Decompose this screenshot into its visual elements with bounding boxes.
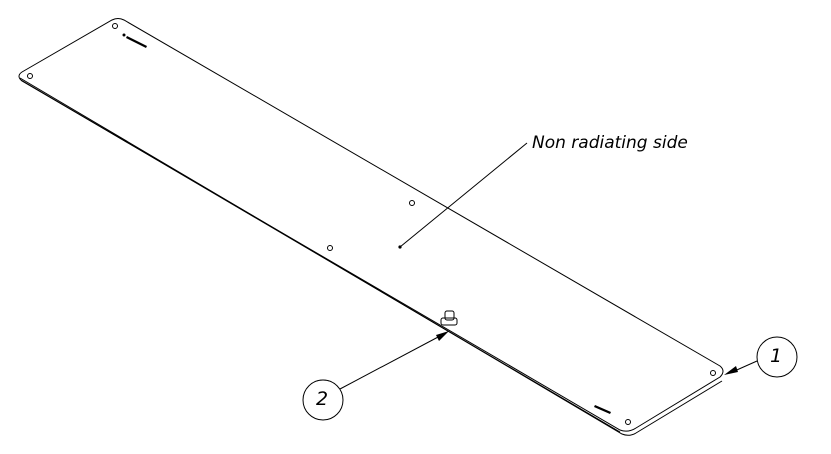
balloon-2-leader — [339, 335, 441, 390]
balloon-1-arrow — [724, 366, 738, 375]
plate-outline — [18, 18, 724, 432]
plate-edge-front — [19, 77, 723, 436]
mount-hole — [27, 73, 33, 79]
mount-hole — [327, 245, 333, 251]
mount-hole — [409, 200, 415, 206]
balloon-2 — [302, 379, 344, 421]
note-leader-line — [399, 142, 528, 248]
mount-hole — [710, 370, 716, 376]
balloon-1 — [756, 336, 798, 378]
label-mark — [594, 405, 611, 414]
mount-hole — [625, 419, 631, 425]
plate-edge-front-inner — [20, 79, 621, 433]
balloon-1-label: 1 — [770, 345, 783, 367]
balloon-2-arrow — [436, 331, 449, 341]
balloon-2-label: 2 — [316, 388, 329, 410]
connector — [440, 310, 458, 326]
logo-mark — [122, 33, 147, 48]
non-radiating-side-note: Non radiating side — [532, 133, 688, 153]
mount-hole — [112, 23, 118, 29]
note-leader-dot — [398, 245, 402, 249]
